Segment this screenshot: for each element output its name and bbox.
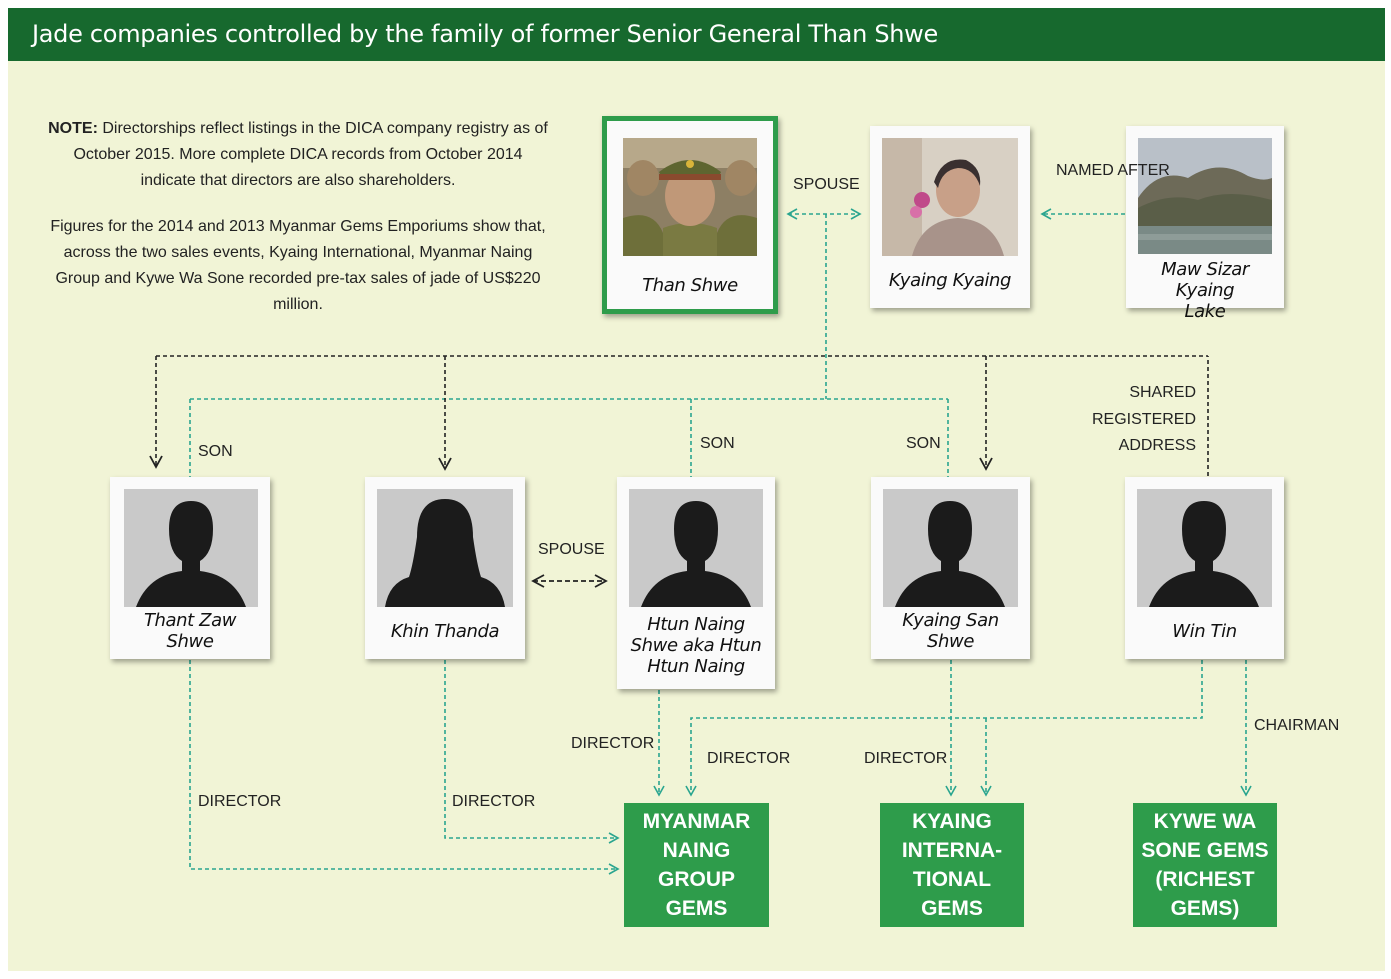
company-kyaing-intl-label: KYAING INTERNA- TIONAL GEMS — [901, 810, 1003, 920]
label-director-htun-naing: DIRECTOR — [571, 735, 655, 752]
note-label: NOTE: — [48, 120, 98, 137]
card-khin-thanda: Khin Thanda — [365, 477, 525, 659]
card-thant-zaw-shwe: Thant Zaw Shwe — [110, 477, 270, 659]
than-shwe-name: Than Shwe — [642, 275, 738, 296]
win-tin-name: Win Tin — [1172, 621, 1237, 642]
kyaing-san-shwe-silhouette — [883, 489, 1018, 607]
card-kyaing-kyaing: Kyaing Kyaing — [870, 126, 1030, 308]
thant-zaw-shwe-silhouette — [124, 489, 258, 607]
label-named-after: NAMED AFTER — [1056, 162, 1170, 179]
maw-sizar-lake-photo — [1138, 138, 1272, 254]
note-text: NOTE: Directorships reflect listings in … — [48, 116, 548, 338]
label-director-kyaing-san: DIRECTOR — [864, 750, 948, 767]
label-spouse-top: SPOUSE — [793, 176, 860, 193]
shared-address-connector-tree — [149, 355, 1209, 476]
company-kywe-wa-label: KYWE WA SONE GEMS (RICHEST GEMS) — [1141, 810, 1269, 920]
card-win-tin: Win Tin — [1125, 477, 1284, 659]
maw-sizar-name: Maw Sizar Kyaing Lake — [1161, 259, 1249, 322]
company-myanmar-naing-group-gems: MYANMAR NAING GROUP GEMS — [624, 803, 769, 927]
thant-zaw-shwe-name: Thant Zaw Shwe — [143, 610, 237, 652]
card-maw-sizar: Maw Sizar Kyaing Lake — [1126, 126, 1284, 322]
label-spouse-mid: SPOUSE — [538, 541, 605, 558]
note-body-2: Figures for the 2014 and 2013 Myanmar Ge… — [50, 218, 546, 313]
label-shared-registered-address: SHARED REGISTERED ADDRESS — [1092, 384, 1197, 454]
label-director-thant-zaw: DIRECTOR — [198, 793, 282, 810]
page-title: Jade companies controlled by the family … — [32, 20, 938, 48]
label-director-win-tin-mng: DIRECTOR — [707, 750, 791, 767]
header-bar: Jade companies controlled by the family … — [8, 8, 1385, 61]
htun-naing-shwe-name: Htun Naing Shwe aka Htun Htun Naing — [630, 614, 762, 677]
card-kyaing-san-shwe: Kyaing San Shwe — [871, 477, 1030, 659]
card-than-shwe: Than Shwe — [602, 116, 778, 314]
company-kyaing-international-gems: KYAING INTERNA- TIONAL GEMS — [880, 803, 1024, 927]
khin-thanda-silhouette — [377, 489, 513, 607]
note-paragraph-2: Figures for the 2014 and 2013 Myanmar Ge… — [48, 214, 548, 318]
khin-thanda-name: Khin Thanda — [390, 621, 500, 642]
kyaing-kyaing-name: Kyaing Kyaing — [888, 270, 1012, 291]
son-connector-tree — [189, 214, 949, 477]
label-director-khin-thanda: DIRECTOR — [452, 793, 536, 810]
win-tin-silhouette — [1137, 489, 1272, 607]
htun-naing-shwe-silhouette — [629, 489, 763, 607]
than-shwe-photo — [623, 138, 757, 256]
company-kywe-wa-sone-gems: KYWE WA SONE GEMS (RICHEST GEMS) — [1133, 803, 1277, 927]
director-connectors — [189, 660, 1252, 875]
card-htun-naing-shwe: Htun Naing Shwe aka Htun Htun Naing — [617, 477, 775, 689]
label-son-htun-naing: SON — [700, 435, 735, 452]
note-paragraph-1: NOTE: Directorships reflect listings in … — [48, 116, 548, 194]
label-son-kyaing-san: SON — [906, 435, 941, 452]
label-chairman: CHAIRMAN — [1254, 717, 1340, 734]
kyaing-kyaing-photo — [882, 138, 1018, 256]
label-son-thant-zaw: SON — [198, 443, 233, 460]
kyaing-san-shwe-name: Kyaing San Shwe — [902, 610, 999, 652]
note-body-1: Directorships reflect listings in the DI… — [73, 120, 548, 189]
company-mng-label: MYANMAR NAING GROUP GEMS — [642, 810, 751, 920]
